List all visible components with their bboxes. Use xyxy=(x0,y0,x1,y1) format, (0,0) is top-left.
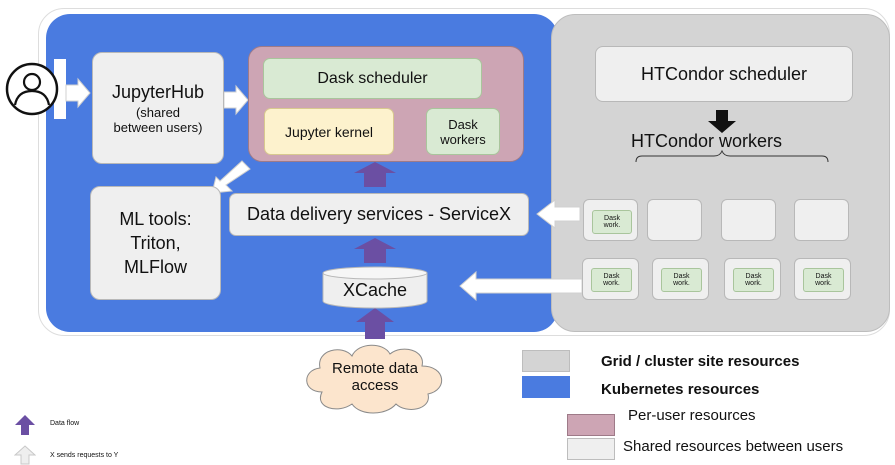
remote-line1: Remote data xyxy=(332,360,418,377)
dask-workers-line1: Dask xyxy=(448,116,478,132)
scheduler-to-workers-arrow xyxy=(708,110,736,133)
worker-top-2 xyxy=(647,199,702,241)
legend-swatch-kubernetes xyxy=(522,376,570,398)
user-icon xyxy=(0,56,66,122)
dask-worker-chip-line1: Dask xyxy=(604,215,620,222)
dask-worker-chip-line2: work. xyxy=(603,222,621,229)
legend-kubernetes-label: Kubernetes resources xyxy=(601,381,760,398)
ml-tools-box: ML tools: Triton, MLFlow xyxy=(90,186,221,300)
ml-tools-line3: MLFlow xyxy=(123,256,187,277)
jupyterhub-sub1: (shared xyxy=(135,104,181,120)
remote-cloud xyxy=(296,338,454,416)
ml-tools-line1: ML tools: xyxy=(119,208,192,229)
dataflow-arrow-remote-xcache xyxy=(356,308,394,339)
dask-worker-chip: Dask work. xyxy=(803,268,844,292)
dataflow-arrow-servicex-dask xyxy=(354,162,396,187)
xcache-label: XCache xyxy=(342,279,408,300)
workers-brace xyxy=(635,149,829,163)
xcache-label-wrap: XCache xyxy=(321,275,429,305)
dask-workers-pink-box: Dask workers xyxy=(426,108,500,155)
ml-tools-line2: Triton, xyxy=(130,232,181,253)
xcache-cylinder xyxy=(321,265,429,311)
request-arrow-grid-servicex xyxy=(536,198,581,230)
worker-bottom-3: Dask work. xyxy=(724,258,781,300)
dask-worker-chip-line1: Dask xyxy=(745,273,762,280)
legend-swatch-grid xyxy=(522,350,570,372)
dataflow-arrow-xcache-servicex xyxy=(354,238,396,263)
dask-worker-chip: Dask work. xyxy=(591,268,632,292)
legend-dataflow-icon xyxy=(15,415,35,435)
jupyterhub-sub2: between users) xyxy=(113,119,203,135)
dask-worker-chip-line2: work. xyxy=(745,280,762,287)
dask-worker-chip: Dask work. xyxy=(592,210,632,234)
request-arrow-grid-xcache xyxy=(459,270,583,302)
htcondor-scheduler-label: HTCondor scheduler xyxy=(640,63,808,84)
legend-swatch-shared xyxy=(567,438,615,460)
dask-worker-chip-line2: work. xyxy=(603,280,620,287)
legend-per-user-label: Per-user resources xyxy=(628,407,756,424)
htcondor-workers-label: HTCondor workers xyxy=(631,131,783,151)
dask-worker-chip-line2: work. xyxy=(815,280,832,287)
jupyterhub-box: JupyterHub (shared between users) xyxy=(92,52,224,164)
legend-requests-icon xyxy=(14,445,36,465)
legend-swatch-per-user xyxy=(567,414,615,436)
worker-bottom-2: Dask work. xyxy=(652,258,709,300)
legend-dataflow-label: Data flow xyxy=(50,420,80,427)
worker-top-1: Dask work. xyxy=(583,199,638,241)
dask-worker-chip: Dask work. xyxy=(733,268,774,292)
worker-bottom-4: Dask work. xyxy=(794,258,851,300)
dask-worker-chip-line2: work. xyxy=(673,280,690,287)
dask-worker-chip-line1: Dask xyxy=(815,273,832,280)
request-arrow-hub-dask xyxy=(223,84,249,116)
legend-shared-label: Shared resources between users xyxy=(623,438,844,455)
worker-top-4 xyxy=(794,199,849,241)
servicex-label: Data delivery services - ServiceX xyxy=(246,204,512,224)
jupyter-kernel-box: Jupyter kernel xyxy=(264,108,394,155)
worker-bottom-1: Dask work. xyxy=(582,258,639,300)
servicex-box: Data delivery services - ServiceX xyxy=(229,193,529,236)
dask-worker-chip-line1: Dask xyxy=(673,273,690,280)
jupyterhub-title: JupyterHub xyxy=(111,81,205,102)
dask-worker-chip-line1: Dask xyxy=(603,273,620,280)
dask-workers-line2: workers xyxy=(440,131,486,147)
dask-worker-chip: Dask work. xyxy=(661,268,702,292)
request-arrow-user-hub xyxy=(65,77,91,109)
request-arrow-dask-ml xyxy=(211,160,251,194)
legend-grid-label: Grid / cluster site resources xyxy=(601,353,800,370)
legend-requests-label: X sends requests to Y xyxy=(50,452,119,459)
remote-line2: access xyxy=(351,377,399,394)
dask-scheduler-label: Dask scheduler xyxy=(317,69,428,87)
jupyter-kernel-label: Jupyter kernel xyxy=(285,123,373,140)
remote-label-wrap: Remote data access xyxy=(296,352,454,402)
dask-scheduler-box: Dask scheduler xyxy=(263,58,482,99)
worker-top-3 xyxy=(721,199,776,241)
htcondor-scheduler-box: HTCondor scheduler xyxy=(595,46,853,102)
